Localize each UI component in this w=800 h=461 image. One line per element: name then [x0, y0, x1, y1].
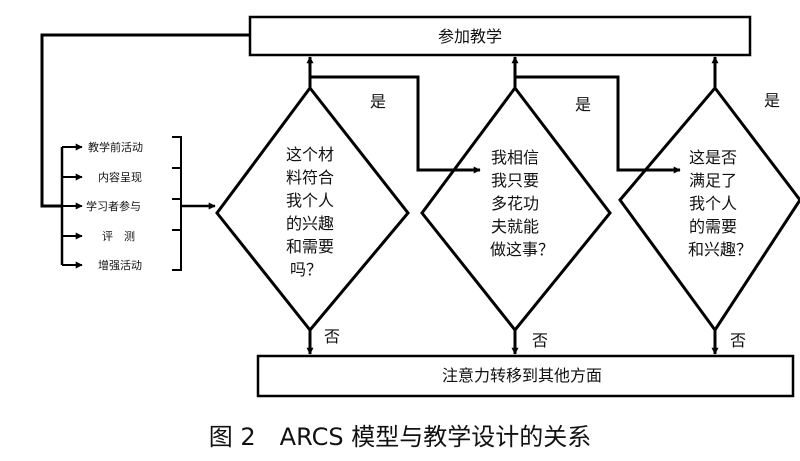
- diamond-1-line: 吗？: [290, 260, 322, 279]
- diamond-1-line: 我个人: [286, 191, 334, 210]
- yes-label-3: 是: [764, 91, 780, 110]
- diamond-1-line: 料符合: [286, 168, 334, 187]
- diamond-3-line: 满足了: [689, 171, 737, 190]
- diamond-3-line: 这是否: [689, 148, 737, 167]
- connector-1-2: [310, 75, 481, 174]
- diamond-3-line: 和兴趣？: [688, 240, 752, 259]
- activity-bracket: [172, 136, 182, 271]
- bottom-box-label: 注意力转移到其他方面: [442, 366, 602, 385]
- figure-caption: 图 2 ARCS 模型与教学设计的关系: [209, 423, 591, 451]
- activity-list: 教学前活动 内容呈现 学习者参与 评 测 增强活动: [86, 140, 143, 272]
- diamond-1-line: 和需要: [286, 237, 334, 256]
- diamond-2-line: 多花功: [491, 194, 539, 213]
- diamond-3-line: 我个人: [689, 194, 737, 213]
- activity-label-4: 评 测: [102, 230, 135, 243]
- activity-label-1: 教学前活动: [88, 140, 143, 154]
- bottom-box: [256, 354, 795, 398]
- diamond-2-line: 我只要: [491, 171, 539, 190]
- yes-label-1: 是: [370, 92, 386, 111]
- diamond-1-line: 的兴趣: [286, 214, 334, 233]
- no-label-3: 否: [730, 331, 746, 350]
- activity-label-5: 增强活动: [98, 258, 142, 272]
- diamond-1-text: 这个材 料符合 我个人 的兴趣 和需要 吗？: [286, 145, 334, 279]
- activity-label-2: 内容呈现: [98, 170, 142, 184]
- diamond-2-text: 我相信 我只要 多花功 夫就能 做这事？: [490, 148, 554, 259]
- no-label-2: 否: [532, 331, 548, 350]
- diamond-3-text: 这是否 满足了 我个人 的需要 和兴趣？: [688, 148, 752, 259]
- diamond-2-line: 我相信: [491, 148, 539, 167]
- yes-label-2: 是: [575, 95, 591, 114]
- top-box-label: 参加教学: [438, 27, 502, 46]
- diamond-2-line: 做这事？: [490, 240, 554, 259]
- diamond-1-line: 这个材: [286, 145, 334, 164]
- feedback-loop: [40, 33, 250, 208]
- diamond-3-line: 的需要: [689, 217, 737, 236]
- activity-label-3: 学习者参与: [86, 199, 141, 213]
- connector-2-3: [515, 75, 681, 174]
- diamond-2-line: 夫就能: [491, 217, 539, 236]
- no-label-1: 否: [324, 327, 340, 346]
